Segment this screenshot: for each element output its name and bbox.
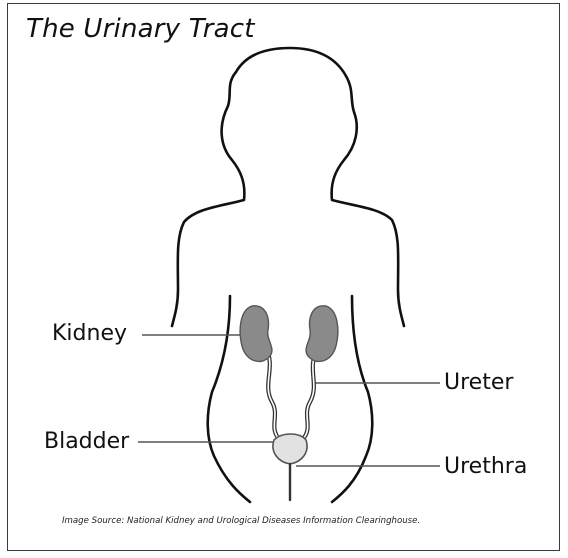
kidney-label: Kidney — [52, 323, 127, 345]
ureter-label: Ureter — [444, 372, 513, 394]
bladder — [273, 434, 307, 464]
bladder-label: Bladder — [44, 431, 129, 453]
left-ureter — [266, 348, 280, 440]
image-source-caption: Image Source: National Kidney and Urolog… — [62, 516, 420, 526]
urethra-label: Urethra — [444, 456, 527, 478]
right-kidney — [306, 306, 338, 362]
left-kidney — [240, 306, 272, 362]
body-outline — [172, 48, 404, 326]
